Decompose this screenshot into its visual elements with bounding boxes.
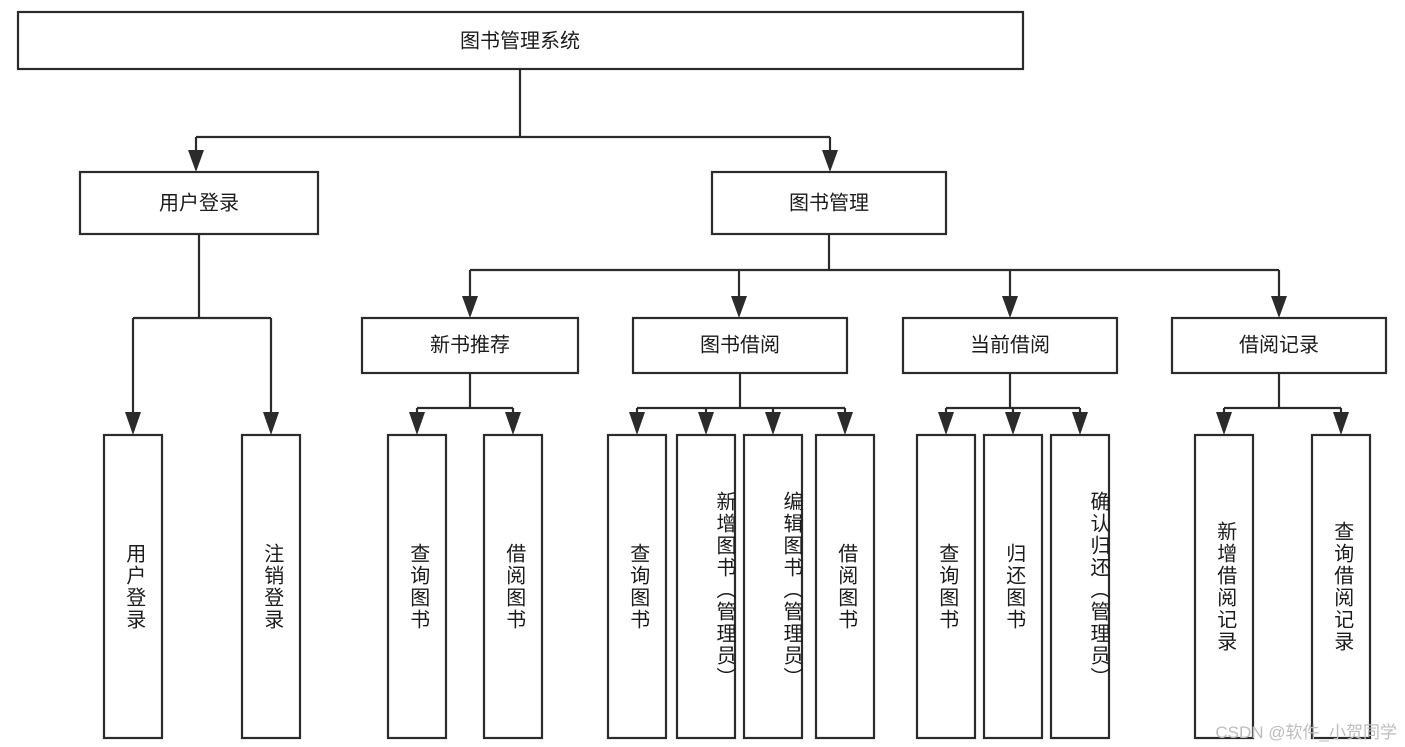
root-label: 图书管理系统	[460, 29, 580, 52]
leaf-box-bb-add-book[interactable]	[675, 433, 737, 740]
book-management-label: 图书管理	[789, 191, 869, 214]
leaf-box-nbr-borrow-book[interactable]	[482, 433, 544, 740]
borrow-records-box	[1170, 316, 1388, 375]
arrowhead-leaf-bb-3	[765, 412, 781, 435]
node-borrow-records[interactable]: 借阅记录	[1170, 316, 1388, 375]
node-new-book-recommend[interactable]: 新书推荐	[360, 316, 580, 375]
arrowhead-leaf-bb-2	[698, 412, 714, 435]
user-login-label: 用户登录	[159, 191, 239, 214]
node-user-login[interactable]: 用户登录	[78, 170, 320, 236]
arrowhead-leaf-bb-1	[629, 412, 645, 435]
leaf-box-user-login[interactable]	[102, 433, 164, 740]
leaf-box-bb-edit-book[interactable]	[742, 433, 804, 740]
leaf-box-bb-query-book[interactable]	[606, 433, 668, 740]
book-borrow-box	[631, 316, 849, 375]
arrowhead-leaf-cb-1	[938, 412, 954, 435]
arrowhead-leaf-br-2	[1333, 412, 1349, 435]
arrowhead-leaf-nbr-1	[409, 412, 425, 435]
arrowhead-level3-1	[462, 296, 478, 318]
root-box	[16, 10, 1025, 71]
arrowhead-leaf-user-login-1	[125, 412, 141, 435]
leaf-box-logout[interactable]	[240, 433, 302, 740]
arrowhead-leaf-cb-2	[1005, 412, 1021, 435]
node-book-borrow[interactable]: 图书借阅	[631, 316, 849, 375]
arrowhead-leaf-bb-4	[837, 412, 853, 435]
current-borrow-box	[901, 316, 1119, 375]
book-management-box	[710, 170, 948, 236]
leaf-box-br-query-record[interactable]	[1310, 433, 1372, 740]
arrowhead-level3-4	[1271, 296, 1287, 318]
arrowhead-leaf-br-1	[1216, 412, 1232, 435]
node-root-book-management-system[interactable]: 图书管理系统	[16, 10, 1025, 71]
node-current-borrow[interactable]: 当前借阅	[901, 316, 1119, 375]
leaf-box-bb-borrow-book[interactable]	[814, 433, 876, 740]
borrow-records-label: 借阅记录	[1239, 333, 1319, 356]
new-book-recommend-label: 新书推荐	[430, 333, 510, 356]
leaf-box-cb-query-book[interactable]	[915, 433, 977, 740]
leaf-box-nbr-query-book[interactable]	[386, 433, 448, 740]
leaf-box-br-add-record[interactable]	[1193, 433, 1255, 740]
arrowhead-leaf-nbr-2	[505, 412, 521, 435]
arrowhead-level2-2	[822, 150, 838, 172]
book-borrow-label: 图书借阅	[700, 333, 780, 356]
arrowhead-level3-3	[1002, 296, 1018, 318]
leaf-box-cb-confirm-return[interactable]	[1049, 433, 1111, 740]
leaf-box-cb-return-book[interactable]	[982, 433, 1044, 740]
arrowhead-leaf-cb-3	[1072, 412, 1088, 435]
arrowhead-level2-1	[188, 150, 204, 172]
new-book-recommend-box	[360, 316, 580, 375]
current-borrow-label: 当前借阅	[970, 333, 1050, 356]
node-book-management[interactable]: 图书管理	[710, 170, 948, 236]
arrowhead-level3-2	[731, 296, 747, 318]
arrowhead-leaf-user-login-2	[263, 412, 279, 435]
